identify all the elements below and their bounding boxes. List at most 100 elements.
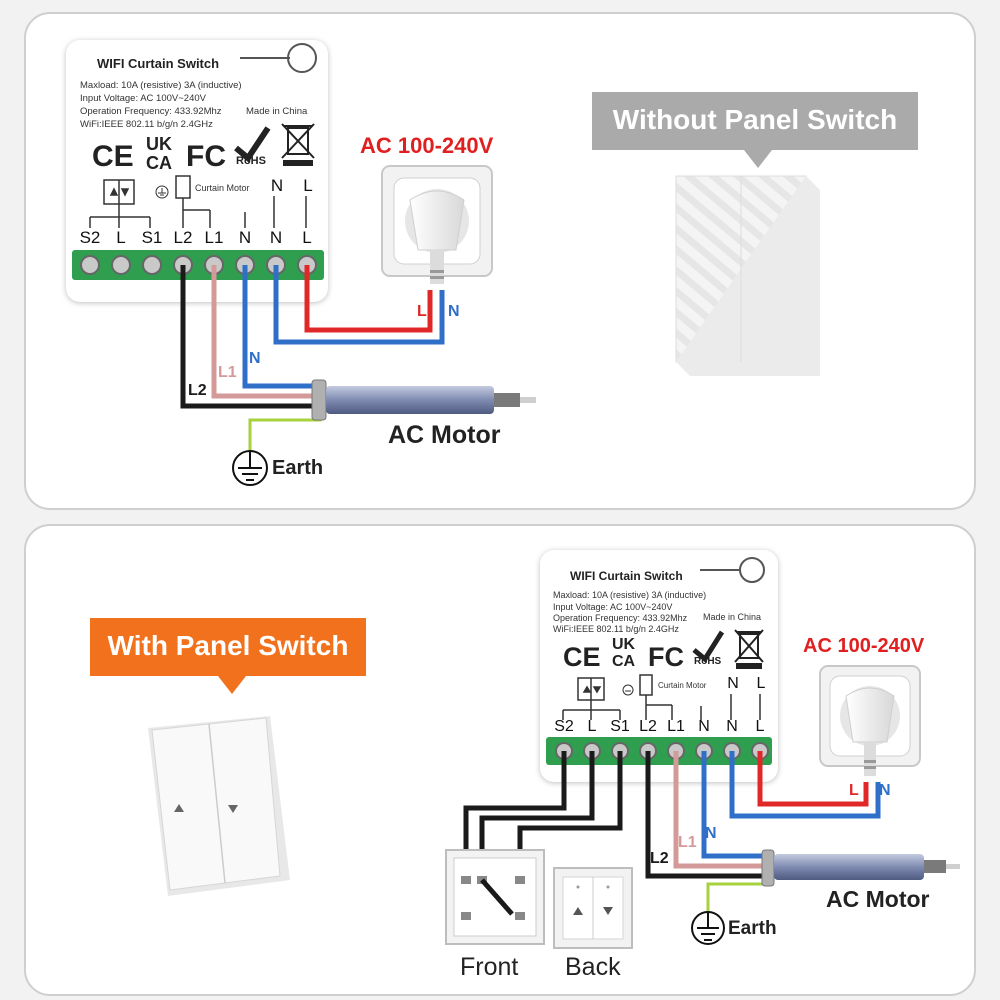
wire-n-motor-blue-2: [701, 751, 766, 859]
arrow-down-icon: [603, 907, 613, 915]
ce-mark-2: CE: [563, 642, 601, 672]
wall-socket-icon-2: [819, 665, 921, 776]
rohs-check-icon: [234, 126, 271, 163]
ac-motor-label-2: AC Motor: [826, 886, 930, 912]
terminal-label-2-s2: S2: [554, 718, 574, 735]
module-hanger-icon-2: [700, 557, 765, 583]
motor-symbol-icon-2: [639, 674, 761, 720]
switch-symbol-icon-2: [562, 677, 621, 720]
module-title-2: WIFI Curtain Switch: [570, 569, 683, 583]
ac-motor-icon: [311, 379, 536, 421]
wire-l-label: L: [417, 303, 427, 320]
top-l-label: L: [303, 176, 313, 195]
earth-icon-2: [691, 911, 725, 945]
wire-l1-label-2: L1: [678, 834, 697, 851]
no-panel-switch-icon: [675, 175, 820, 376]
terminal-label-l2: L2: [173, 228, 193, 247]
back-label: Back: [565, 953, 621, 981]
earth-label: Earth: [272, 457, 324, 479]
terminal-label-n: N: [238, 228, 252, 247]
terminal-label-l3: L: [302, 228, 312, 247]
module-spec-1: Maxload: 10A (resistive) 3A (inductive): [80, 80, 242, 91]
ground-symbol-icon-2: [622, 684, 634, 696]
wire-l-label-2: L: [849, 782, 859, 799]
terminal-label-n2: N: [269, 228, 283, 247]
module-hanger-icon: [240, 43, 317, 73]
earth-label-2: Earth: [728, 918, 777, 939]
wire-n-motor-label: N: [249, 350, 261, 367]
top-n-label-2: N: [727, 675, 739, 692]
ce-mark: CE: [92, 140, 134, 173]
module-spec-2-4: WiFi:IEEE 802.11 b/g/n 2.4GHz: [553, 624, 679, 634]
arrow-up-icon: [174, 804, 184, 812]
ukca-mark-ca-2: CA: [612, 653, 636, 670]
ac-voltage-label-2: AC 100-240V: [803, 635, 925, 657]
terminal-label-s1: S1: [141, 228, 163, 247]
arrow-up-icon: [573, 907, 583, 915]
terminal-label-2-n2: N: [726, 718, 738, 735]
wire-n-label-2: N: [879, 782, 891, 799]
wire-l1-label: L1: [218, 364, 237, 381]
curtain-motor-label-2: Curtain Motor: [658, 681, 707, 690]
module-spec-2-2: Input Voltage: AC 100V~240V: [553, 602, 673, 612]
ac-voltage-label: AC 100-240V: [360, 133, 494, 158]
wire-n-blue: [273, 265, 445, 345]
made-in-china: Made in China: [246, 106, 308, 117]
fc-mark-2: FC: [648, 642, 684, 672]
wire-earth-2: [706, 882, 772, 912]
rohs-check-icon-2: [692, 630, 725, 663]
weee-bin-icon-2: [734, 629, 764, 669]
module-spec-3: Operation Frequency: 433.92Mhz: [80, 106, 222, 117]
screw-icon: [142, 255, 162, 275]
terminal-label-2-l: L: [587, 718, 597, 735]
terminal-label-l: L: [116, 228, 126, 247]
terminal-screws: [80, 255, 317, 275]
terminal-label-l1: L1: [204, 228, 224, 247]
wire-l-red-2: [757, 751, 869, 807]
terminal-label-2-s1: S1: [610, 718, 630, 735]
callout-with-panel: [90, 618, 366, 694]
wall-socket-icon: [381, 165, 493, 284]
terminal-label-2-l1: L1: [667, 718, 685, 735]
wire-n-motor-blue: [242, 265, 318, 389]
weee-bin-icon: [281, 123, 315, 166]
earth-icon: [232, 450, 268, 486]
wire-n-motor-label-2: N: [705, 825, 717, 842]
panel-switch-icon: [148, 716, 290, 896]
terminal-label-2-l2: L2: [639, 718, 657, 735]
front-label: Front: [460, 953, 519, 981]
motor-symbol-icon: [175, 175, 307, 228]
callout-without-panel: [592, 92, 918, 168]
module-spec-4: WiFi:IEEE 802.11 b/g/n 2.4GHz: [80, 119, 213, 130]
terminal-label-2-n: N: [698, 718, 710, 735]
wire-s2-black: [463, 751, 567, 880]
module-title: WIFI Curtain Switch: [97, 56, 220, 71]
curtain-motor-label: Curtain Motor: [195, 183, 250, 193]
ukca-mark-ca: CA: [146, 153, 172, 173]
wire-l2-label-2: L2: [650, 850, 669, 867]
wire-l2-black-2: [645, 751, 766, 879]
ukca-mark-uk: UK: [146, 134, 172, 154]
arrow-down-icon: [228, 805, 238, 813]
top-n-label: N: [270, 176, 284, 195]
screw-icon: [80, 255, 100, 275]
without-panel-switch-title: Without Panel Switch: [612, 104, 898, 135]
ukca-mark-uk-2: UK: [612, 636, 636, 653]
ground-symbol-icon: [155, 185, 169, 199]
made-in-china-2: Made in China: [703, 612, 762, 622]
switch-symbol-icon: [89, 179, 151, 228]
wire-n-label: N: [448, 303, 460, 320]
terminal-block: [72, 250, 324, 280]
wire-l2-black: [180, 265, 318, 409]
fc-mark: FC: [186, 140, 226, 173]
back-switch-face: [553, 867, 633, 949]
rohs-mark-2: RoHS: [694, 656, 722, 667]
terminal-block-2: [546, 737, 772, 765]
wire-earth: [248, 415, 322, 452]
module-spec-2: Input Voltage: AC 100V~240V: [80, 93, 206, 104]
wire-l-red: [304, 265, 433, 333]
ac-motor-label: AC Motor: [388, 421, 501, 449]
ac-motor-icon-2: [761, 849, 960, 887]
terminal-label-s2: S2: [79, 228, 101, 247]
